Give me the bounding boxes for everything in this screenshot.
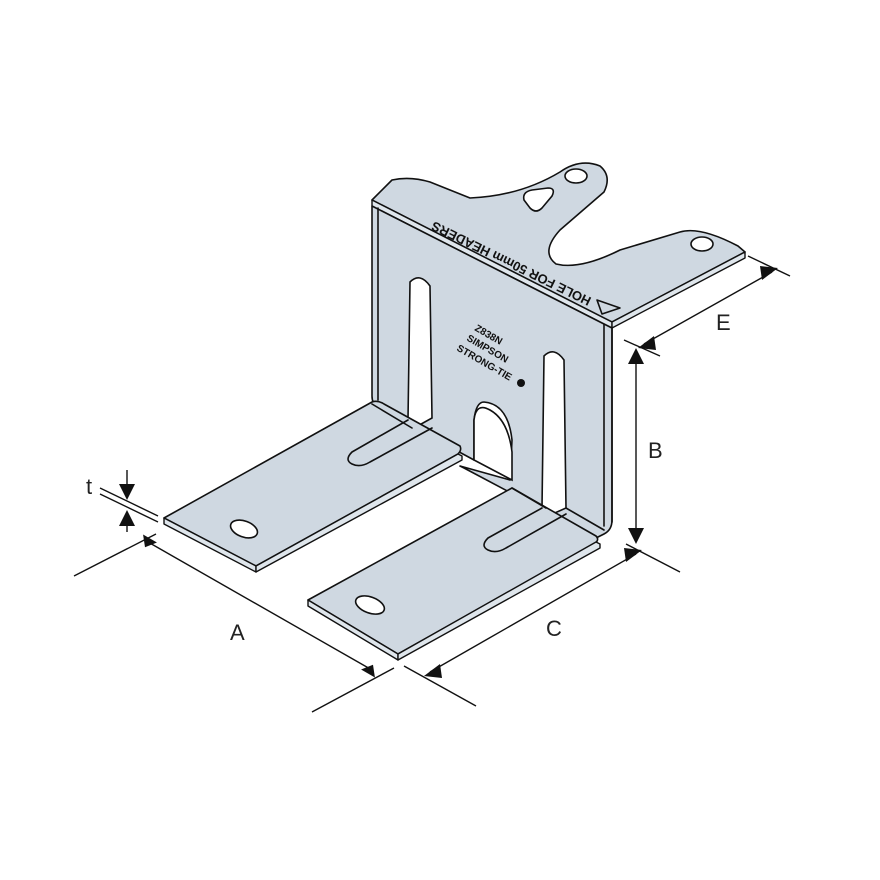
brand-dot-icon xyxy=(517,379,525,387)
dimension-t: t xyxy=(86,470,159,532)
dimension-a-label: A xyxy=(230,620,245,645)
flange-round-hole xyxy=(690,236,714,252)
right-foot-slot-hole xyxy=(354,595,386,615)
dimension-b-label: B xyxy=(648,438,663,463)
dimension-a: A xyxy=(73,533,395,713)
dimension-e: E xyxy=(638,255,791,350)
triangle-marker-icon xyxy=(596,299,621,315)
tab-round-hole xyxy=(564,168,588,184)
dimension-c: C xyxy=(403,543,681,707)
dimension-t-label: t xyxy=(86,474,92,499)
dimension-c-label: C xyxy=(546,616,562,641)
dimension-b: B xyxy=(623,339,663,544)
dimension-e-label: E xyxy=(716,310,731,335)
left-foot-slot-hole xyxy=(229,519,259,539)
triangle-hole-icon xyxy=(522,187,555,212)
right-vertical-slot xyxy=(541,351,567,518)
left-vertical-slot xyxy=(407,277,433,430)
vertical-web: Z838N SIMPSON STRONG-TIE xyxy=(371,205,613,539)
right-foot xyxy=(307,487,605,661)
center-arch-cutout xyxy=(473,406,513,482)
left-foot xyxy=(163,400,463,573)
